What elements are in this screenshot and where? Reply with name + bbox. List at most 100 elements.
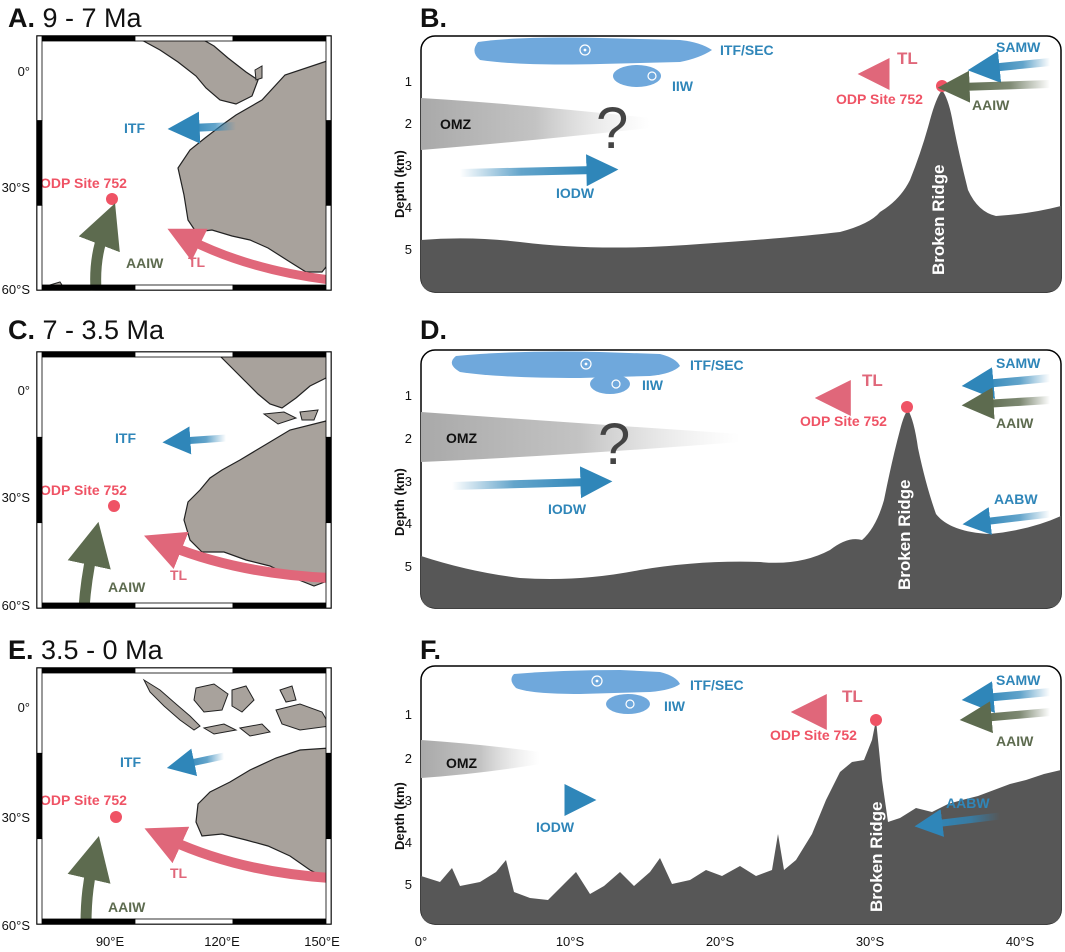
- map-border-segment: [36, 436, 43, 524]
- section-d-question: ?: [598, 412, 630, 477]
- map-e-lat-0: 0°: [18, 700, 30, 715]
- section-f-depth-3: 3: [405, 793, 412, 808]
- map-c-itf-label: ITF: [115, 430, 136, 446]
- map-border-segment: [232, 667, 332, 674]
- map-border-segment: [134, 284, 234, 291]
- map-border-segment: [36, 284, 136, 291]
- map-border-segment: [325, 522, 332, 609]
- section-f-depth-5: 5: [405, 877, 412, 892]
- map-c-itf-arrow: [162, 426, 227, 455]
- panel-c-age: 7 - 3.5 Ma: [43, 315, 166, 345]
- map-border-segment: [36, 120, 43, 206]
- section-f-aaiw-arrow: [959, 701, 1051, 734]
- map-border-segment: [36, 204, 43, 291]
- section-d-iiw-symbol: [611, 379, 621, 389]
- section-f-iiw-symbol: [625, 699, 635, 709]
- section-d-itf-label: ITF/SEC: [690, 357, 744, 373]
- map-border-segment: [36, 35, 136, 42]
- map-border-segment: [325, 752, 332, 840]
- section-b-question: ?: [596, 96, 628, 161]
- map-a-tl-label: TL: [188, 254, 206, 270]
- section-f-site-label: ODP Site 752: [770, 727, 857, 743]
- section-b-depth-5: 5: [405, 242, 412, 257]
- map-a-lat-60: 60°S: [2, 282, 31, 297]
- panel-c-letter: C.: [8, 315, 35, 345]
- section-f-omz-label: OMZ: [446, 755, 478, 771]
- section-b-ylabel: Depth (km): [392, 150, 407, 218]
- map-e-aaiw-arrow: [67, 835, 111, 925]
- map-e-lat-60: 60°S: [2, 918, 31, 933]
- section-f-lat-30: 30°S: [856, 934, 885, 949]
- map-frame-borders: [36, 35, 332, 925]
- section-d-site-label: ODP Site 752: [800, 413, 887, 429]
- map-a-island: [254, 65, 263, 81]
- section-f-depth-2: 2: [405, 751, 412, 766]
- panel-e-letter: E.: [8, 635, 34, 665]
- map-e-tl-label: TL: [170, 865, 188, 881]
- section-f-lat-10: 10°S: [556, 934, 585, 949]
- map-a-itf-arrow: [167, 111, 237, 144]
- section-d-site-dot: [901, 401, 913, 413]
- section-b-itf-symbol: [579, 44, 591, 56]
- section-b-depth-3: 3: [405, 158, 412, 173]
- section-d-samw-label: SAMW: [996, 355, 1041, 371]
- map-e-itf-label: ITF: [120, 754, 141, 770]
- section-d-depth-2: 2: [405, 431, 412, 446]
- section-f-iodw-label: IODW: [536, 819, 575, 835]
- section-f-lat-0: 0°: [415, 934, 427, 949]
- section-b-depth-1: 1: [405, 74, 412, 89]
- map-border-segment: [325, 436, 332, 524]
- section-f-depth-1: 1: [405, 707, 412, 722]
- section-f-samw-label: SAMW: [996, 672, 1041, 688]
- map-c-land-islands: [262, 409, 319, 425]
- map-border-segment: [134, 667, 234, 674]
- map-e-lon-120: 120°E: [204, 934, 240, 949]
- map-a-itf-label: ITF: [124, 120, 145, 136]
- section-d-itf-blob: [451, 351, 680, 378]
- map-a-site-label: ODP Site 752: [40, 175, 127, 191]
- map-a-site-dot: [106, 193, 118, 205]
- section-f-iiw-blob: [606, 694, 650, 714]
- panel-a-age: 9 - 7 Ma: [43, 3, 143, 33]
- section-b-samw-arrow: [967, 51, 1051, 83]
- section-d-samw-arrow: [961, 367, 1051, 400]
- section-d-aaiw-label: AAIW: [996, 415, 1034, 431]
- section-b-iodw-label: IODW: [556, 185, 595, 201]
- section-f-itf-symbol-dot: [595, 679, 599, 683]
- section-b-tl-label: TL: [897, 49, 918, 68]
- section-b-iiw-label: IIW: [672, 78, 694, 94]
- panel-f: F. Broken Ridge OMZ ITF/SEC IIW IODW ODP…: [392, 635, 1062, 949]
- map-border-segment: [325, 667, 332, 754]
- section-f-aabw-label: AABW: [946, 795, 990, 811]
- map-e-itf-arrow: [166, 748, 225, 776]
- map-c-tl-arrow: [144, 531, 331, 583]
- section-f-samw-arrow: [961, 681, 1051, 714]
- section-f-ridge-label: Broken Ridge: [867, 801, 886, 912]
- map-e-site-label: ODP Site 752: [40, 792, 127, 808]
- section-f-itf-blob: [511, 670, 680, 694]
- section-f-lat-40: 40°S: [1006, 934, 1035, 949]
- map-e-tl-arrow: [144, 826, 331, 883]
- map-c-aaiw-label: AAIW: [108, 579, 146, 595]
- map-border-segment: [325, 838, 332, 925]
- section-b-itf-label: ITF/SEC: [720, 42, 774, 58]
- panel-d: D. Broken Ridge OMZ ? ITF/SEC IIW IODW O…: [392, 315, 1062, 609]
- section-d-tl-label: TL: [862, 371, 883, 390]
- section-d-depth-5: 5: [405, 559, 412, 574]
- section-d-itf-symbol-dot: [584, 362, 588, 366]
- section-b-omz: [421, 98, 650, 150]
- section-f-aaiw-label: AAIW: [996, 733, 1034, 749]
- map-border-segment: [36, 838, 43, 925]
- panel-e-title: E. 3.5 - 0 Ma: [8, 635, 164, 665]
- map-a-lat-30: 30°S: [2, 180, 31, 195]
- section-d-aaiw-arrow: [961, 387, 1051, 420]
- section-f-depth-4: 4: [405, 835, 412, 850]
- section-d-omz-label: OMZ: [446, 430, 478, 446]
- section-b-ridge-label: Broken Ridge: [929, 164, 948, 275]
- section-b-depth-2: 2: [405, 116, 412, 131]
- section-b-itf-symbol-dot: [583, 48, 587, 52]
- section-d-depth-3: 3: [405, 474, 412, 489]
- map-a-lat-0: 0°: [18, 64, 30, 79]
- map-e-lat-30: 30°S: [2, 810, 31, 825]
- section-d-depth-1: 1: [405, 388, 412, 403]
